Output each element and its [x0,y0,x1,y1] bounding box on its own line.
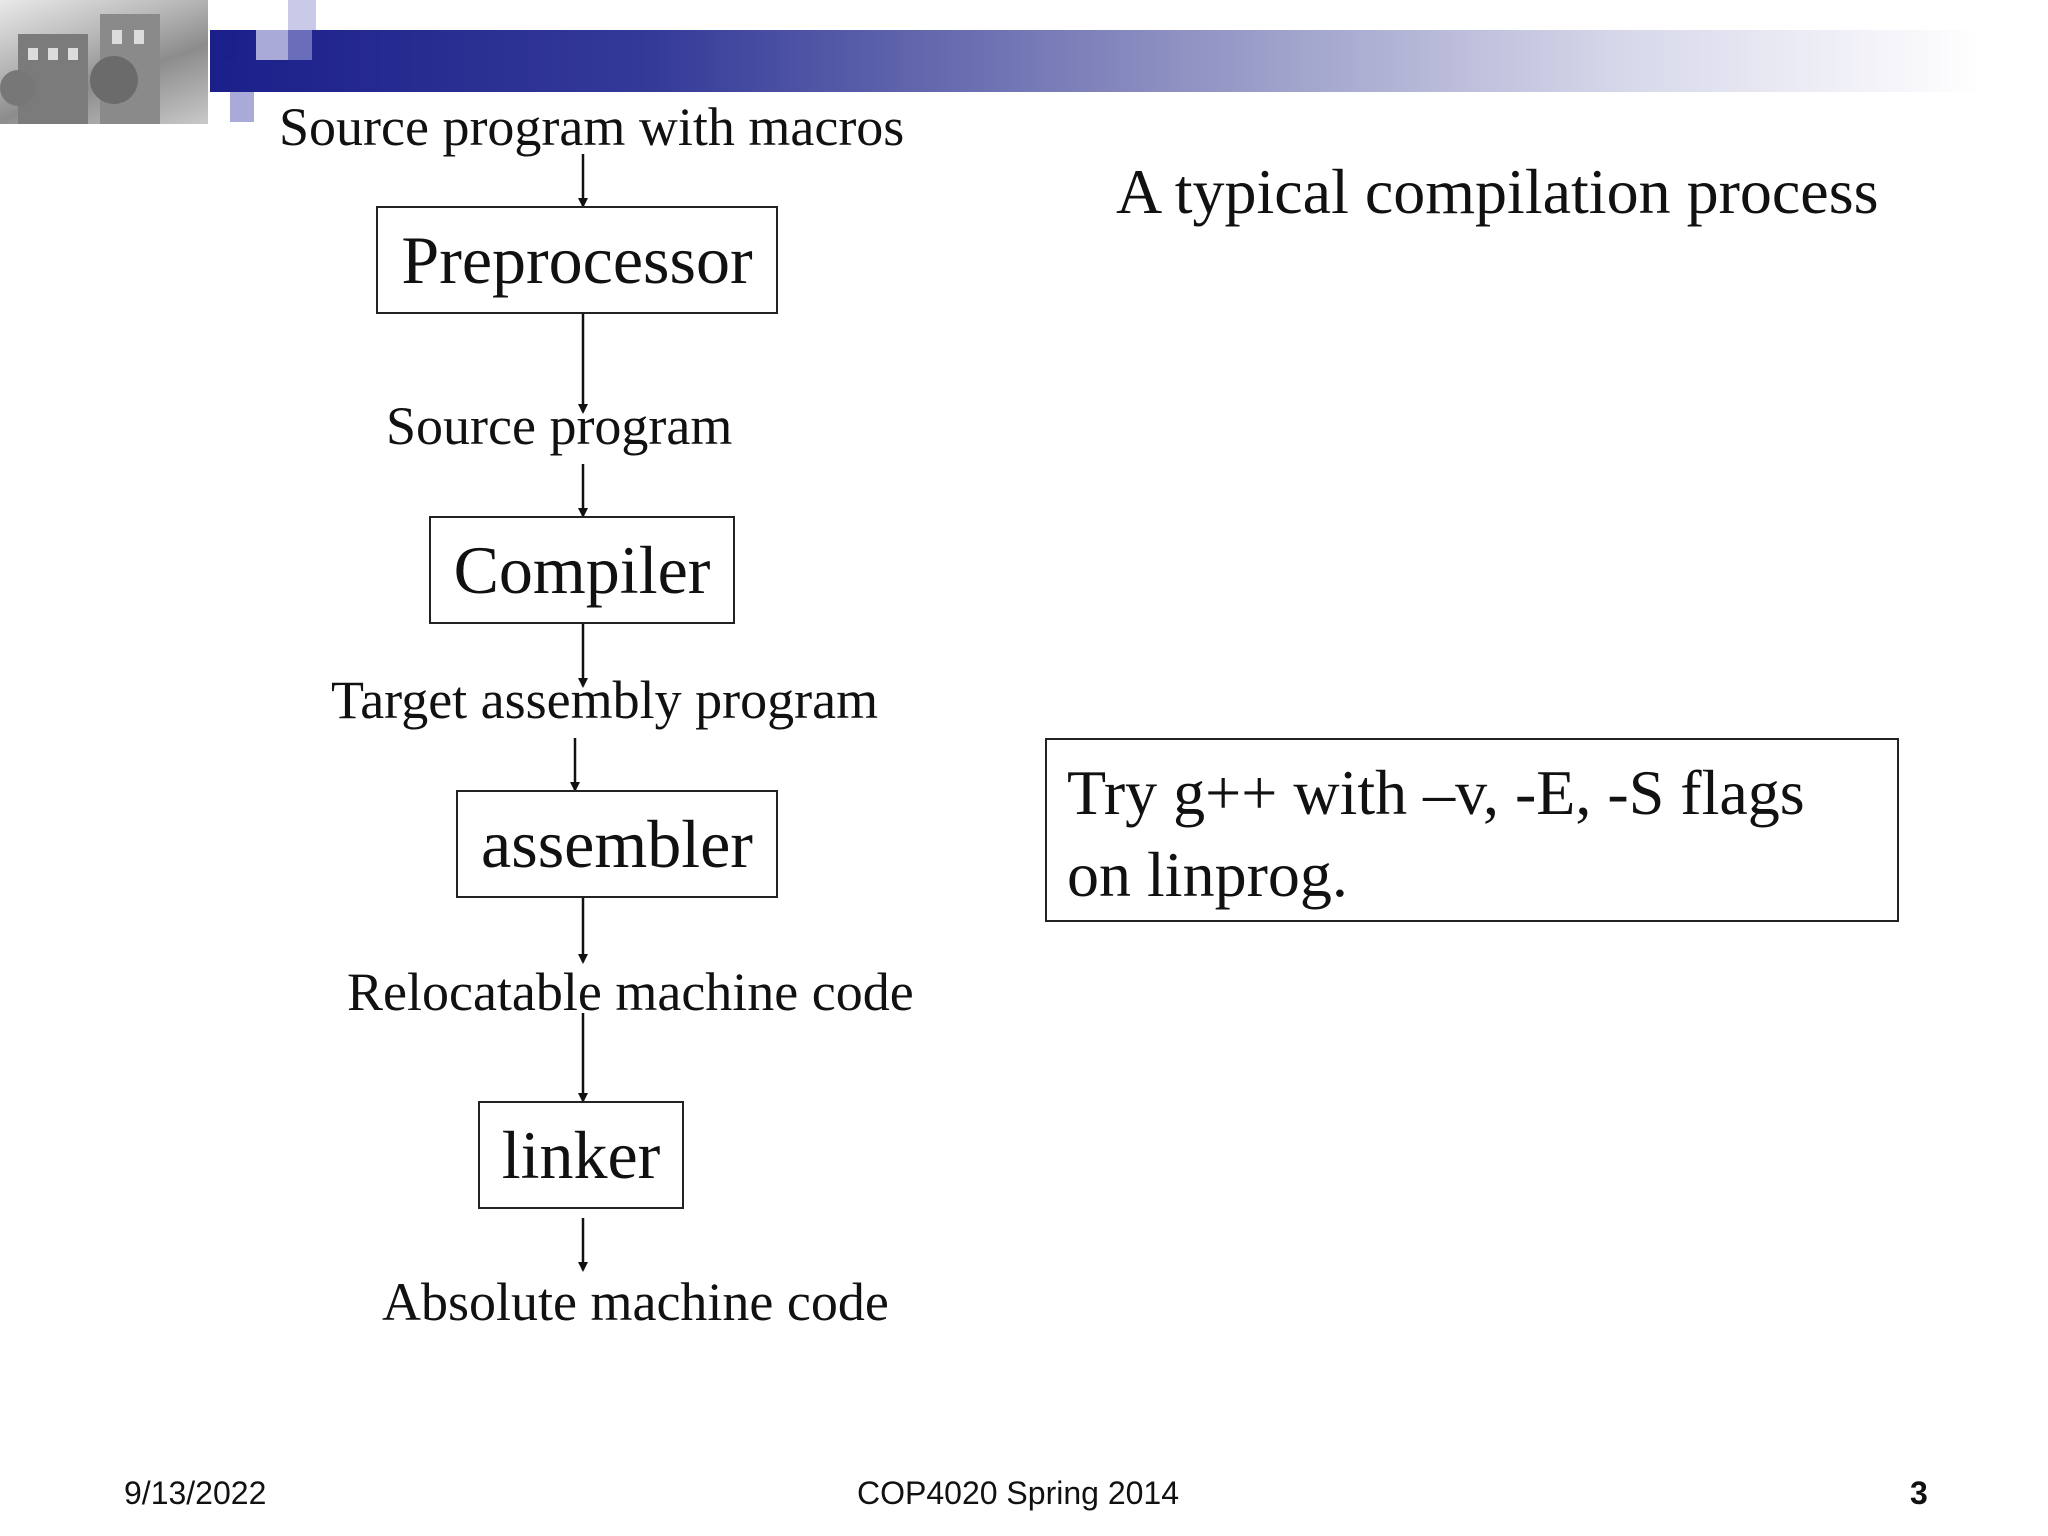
header-square [288,30,312,60]
header-photo [0,0,208,124]
footer-date: 9/13/2022 [124,1475,267,1511]
note-text: Try g++ with –v, -E, -S flags on linprog… [1067,757,1805,910]
stage-label: Preprocessor [401,222,753,298]
stage-box-linker: linker [478,1101,684,1209]
header-square [210,30,236,60]
window-shape [28,48,38,60]
flow-label-source-program: Source program [386,396,733,456]
flow-label-source-with-macros: Source program with macros [279,97,905,157]
footer-course: COP4020 Spring 2014 [857,1475,1179,1511]
stage-label: assembler [481,806,753,882]
stage-box-compiler: Compiler [429,516,735,624]
stage-box-assembler: assembler [456,790,778,898]
flow-label-absolute: Absolute machine code [382,1272,889,1332]
header-square [288,0,316,30]
header-square [230,92,254,122]
header-gradient-bar [210,30,1980,92]
header-square [256,30,288,60]
window-shape [134,30,144,44]
stage-box-preprocessor: Preprocessor [376,206,778,314]
stage-label: linker [501,1117,661,1193]
footer-page-number: 3 [1910,1475,1928,1511]
flow-label-relocatable: Relocatable machine code [347,962,914,1022]
window-shape [68,48,78,60]
stage-label: Compiler [453,532,711,608]
window-shape [112,30,122,44]
window-shape [48,48,58,60]
slide-title: A typical compilation process [1116,156,1879,227]
tree-shape [0,70,36,106]
note-box: Try g++ with –v, -E, -S flags on linprog… [1045,738,1899,922]
flow-label-target-assembly: Target assembly program [331,670,879,730]
tree-shape [90,56,138,104]
